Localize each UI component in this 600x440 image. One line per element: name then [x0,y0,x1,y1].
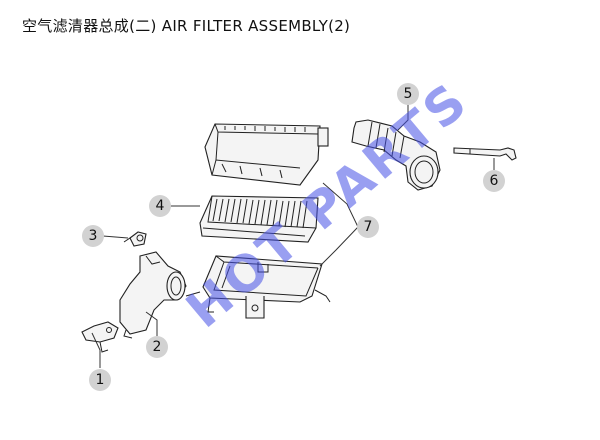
svg-text:4: 4 [156,198,165,214]
callout-2: 2 [146,336,168,358]
intake-elbow-hose [119,251,187,339]
callout-1: 1 [89,369,111,391]
breather-pipe [453,147,517,161]
callout-7: 7 [357,216,379,238]
air-cleaner-cover [204,123,329,186]
svg-text:3: 3 [89,228,98,244]
svg-text:6: 6 [490,173,499,189]
svg-text:7: 7 [364,219,373,235]
intake-duct-hose [351,119,441,191]
filter-element [199,195,319,243]
svg-text:1: 1 [96,372,105,388]
svg-text:5: 5 [404,86,413,102]
svg-text:2: 2 [153,339,162,355]
callout-leaders [91,104,495,368]
filter-pleats [212,198,308,229]
air-cleaner-lower-housing [185,255,331,319]
callout-5: 5 [397,83,419,105]
callout-3: 3 [82,225,104,247]
callout-6: 6 [483,170,505,192]
page-title: 空气滤清器总成(二) AIR FILTER ASSEMBLY(2) [22,17,351,35]
clamp [123,231,147,247]
mounting-bracket [81,321,119,353]
callout-4: 4 [149,195,171,217]
